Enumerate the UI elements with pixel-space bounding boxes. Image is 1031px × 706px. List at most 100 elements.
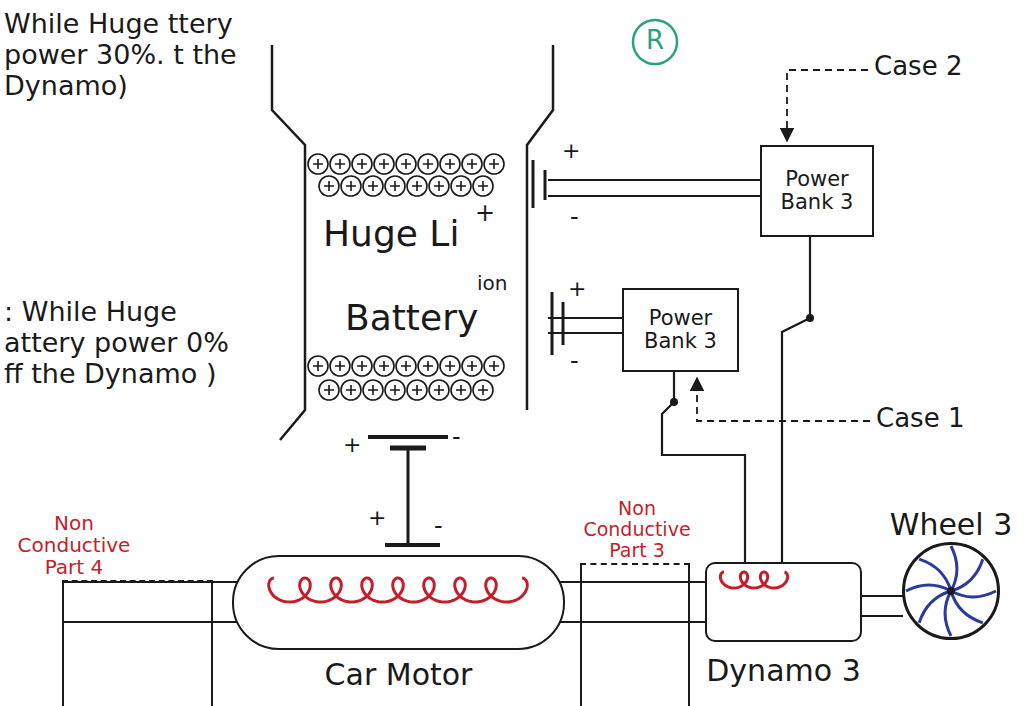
illustration-stroke [390, 385, 400, 395]
illustration-stroke [324, 181, 334, 191]
diagram-node: Power Bank 3 [760, 145, 874, 237]
battery-symbol [368, 435, 448, 439]
annotation-label: - [570, 204, 579, 232]
illustration-stroke [418, 356, 438, 376]
text-holder: Battery [345, 298, 478, 338]
illustration-stroke [412, 385, 422, 395]
shaft [580, 621, 690, 623]
illustration-stroke [319, 176, 339, 196]
illustration-stroke [407, 176, 427, 196]
node-label: Huge Li [323, 214, 459, 254]
illustration-stroke [401, 159, 411, 169]
illustration-stroke [489, 159, 499, 169]
illustration-stroke [473, 176, 493, 196]
text-holder: Non Conductive Part 3 [578, 498, 696, 561]
diagram-node: Non Conductive Part 4 [62, 580, 213, 706]
illustration-stroke [423, 159, 433, 169]
illustration-stroke [308, 154, 328, 174]
text-holder: + [568, 276, 586, 301]
illustration-stroke [335, 361, 345, 371]
wire-connector [782, 237, 810, 562]
wire-connector [548, 195, 760, 197]
illustration-stroke [456, 181, 466, 191]
note-text: While Huge ttery power 30%. t the Dynamo… [4, 8, 238, 101]
leader-line [697, 378, 870, 421]
illustration-stroke [484, 154, 504, 174]
illustration-stroke [368, 181, 378, 191]
text-holder: Wheel 3 [845, 508, 1031, 541]
illustration-stroke [385, 380, 405, 400]
annotation-label: + [568, 276, 586, 301]
illustration-stroke [489, 361, 499, 371]
terminal-plate [551, 292, 554, 355]
illustration-stroke [352, 356, 372, 376]
illustration-stroke [363, 380, 383, 400]
terminal-plate [532, 160, 535, 208]
illustration-stroke [352, 154, 372, 174]
wire-connector [548, 332, 622, 334]
diagram-node: Power Bank 3 [622, 288, 739, 372]
illustration-stroke [330, 154, 350, 174]
illustration-stroke [423, 361, 433, 371]
node-label: Dynamo 3 [647, 654, 920, 687]
node-label: Wheel 3 [845, 508, 1031, 541]
illustration-stroke [341, 176, 361, 196]
node-label: Power Bank 3 [624, 307, 737, 353]
illustration-stroke [720, 572, 787, 588]
illustration-stroke [330, 356, 350, 376]
illustration-stroke [379, 361, 389, 371]
annotation-label: - [434, 513, 443, 541]
terminal-plate [544, 170, 547, 200]
illustration-stroke [379, 159, 389, 169]
annotation-label: - [452, 424, 461, 452]
illustration-stroke [951, 591, 996, 597]
illustration-stroke [462, 356, 482, 376]
illustration-stroke [429, 176, 449, 196]
illustration-stroke [451, 176, 471, 196]
text-holder: Dynamo 3 [647, 654, 920, 687]
text-holder: - [570, 348, 579, 376]
illustration-stroke [308, 356, 328, 376]
illustration-stroke [919, 591, 951, 623]
note-text: : While Huge attery power 0% ff the Dyna… [4, 296, 238, 389]
illustration-stroke [363, 176, 383, 196]
illustration-stroke [346, 181, 356, 191]
illustration-stroke [319, 380, 339, 400]
illustration-stroke [407, 380, 427, 400]
annotation-label: R [641, 26, 669, 56]
text-holder: + [368, 505, 386, 530]
part-label: Non Conductive Part 4 [14, 512, 134, 578]
annotation-label: + [343, 432, 361, 457]
text-holder: While Huge ttery power 30%. t the Dynamo… [4, 8, 238, 101]
revision-circle [633, 20, 677, 64]
wire-connector [548, 179, 760, 181]
wire-connector [560, 582, 580, 622]
illustration-stroke [335, 159, 345, 169]
text-holder: Power Bank 3 [762, 147, 872, 235]
illustration-stroke [374, 154, 394, 174]
diagram-node: Dynamo 3 [705, 562, 862, 642]
shaft [580, 581, 690, 583]
illustration-stroke [947, 587, 955, 595]
text-holder: ion [477, 272, 507, 294]
illustration-stroke [396, 356, 416, 376]
illustration-stroke [467, 159, 477, 169]
text-holder: Case 2 [874, 52, 962, 82]
illustration-stroke [357, 361, 367, 371]
illustration-stroke [385, 176, 405, 196]
illustration-stroke [401, 361, 411, 371]
illustration-stroke [906, 585, 951, 591]
illustration-stroke [951, 559, 983, 591]
illustration-stroke [440, 154, 460, 174]
illustration-stroke [418, 154, 438, 174]
terminal-plate [562, 302, 565, 345]
illustration-stroke [429, 380, 449, 400]
illustration-stroke [390, 181, 400, 191]
text-holder: - [570, 204, 579, 232]
illustration-stroke [478, 181, 488, 191]
illustration-stroke [951, 546, 957, 591]
annotation-label: Case 2 [874, 52, 962, 82]
node-label: Power Bank 3 [762, 168, 872, 214]
wire-connector [690, 582, 705, 622]
